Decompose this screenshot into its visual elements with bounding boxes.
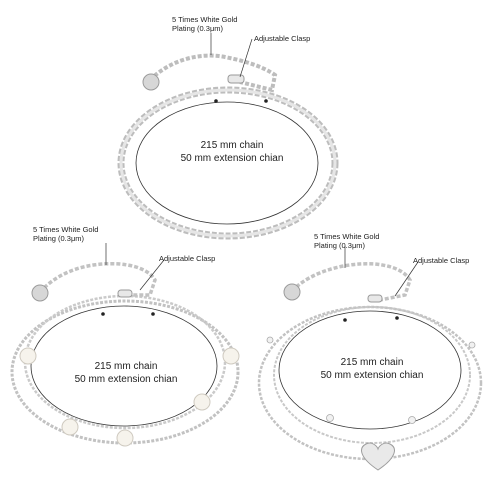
clasp-heart — [367, 294, 383, 303]
chain-spec-heart: 215 mm chain 50 mm extension chian — [321, 356, 424, 382]
chain-spec-top: 215 mm chain 50 mm extension chian — [181, 139, 284, 165]
plating-line2: Plating (0.3μm) — [33, 234, 85, 243]
clasp-label-pearl: Adjustable Clasp — [159, 254, 216, 263]
extension-length: 50 mm extension chian — [180, 153, 284, 164]
chain-length: 215 mm chain — [94, 361, 158, 372]
pearl — [193, 393, 211, 411]
bracelet-pearl — [10, 243, 240, 447]
chain-length: 215 mm chain — [200, 140, 264, 151]
plating-label-top: 5 Times White Gold Plating (0.3μm) — [172, 15, 237, 33]
plating-line1: 5 Times White Gold — [33, 225, 99, 234]
chain-length: 215 mm chain — [340, 357, 404, 368]
extension-chain-heart — [290, 262, 412, 302]
clasp-pearl — [117, 289, 133, 298]
measure-ellipse-heart — [278, 310, 462, 430]
measure-ellipse-top — [135, 101, 319, 225]
heart-charm — [361, 442, 395, 471]
charm-disc-top — [142, 73, 160, 91]
clasp-top — [227, 74, 245, 84]
extension-length: 50 mm extension chian — [74, 374, 178, 385]
clasp-label-heart: Adjustable Clasp — [413, 256, 470, 265]
plating-line2: Plating (0.3μm) — [314, 241, 366, 250]
plating-label-heart: 5 Times White Gold Plating (0.3μm) — [314, 232, 379, 250]
pearl — [222, 347, 240, 365]
bracelet-top — [117, 33, 339, 240]
charm-disc-pearl — [31, 284, 49, 302]
pearl — [61, 418, 79, 436]
extension-chain-pearl — [38, 261, 157, 297]
plating-line1: 5 Times White Gold — [172, 15, 238, 24]
plating-label-pearl: 5 Times White Gold Plating (0.3μm) — [33, 225, 98, 243]
clasp-label-top: Adjustable Clasp — [254, 34, 311, 43]
measure-ellipse-pearl — [30, 305, 218, 427]
pearl — [19, 347, 37, 365]
extension-chain-top — [148, 53, 278, 93]
plating-line1: 5 Times White Gold — [314, 232, 380, 241]
extension-length: 50 mm extension chian — [320, 370, 424, 381]
plating-line2: Plating (0.3μm) — [172, 24, 224, 33]
bracelet-heart — [257, 246, 483, 471]
charm-disc-heart — [283, 283, 301, 301]
pearl — [116, 429, 134, 447]
chain-spec-pearl: 215 mm chain 50 mm extension chian — [75, 360, 178, 386]
